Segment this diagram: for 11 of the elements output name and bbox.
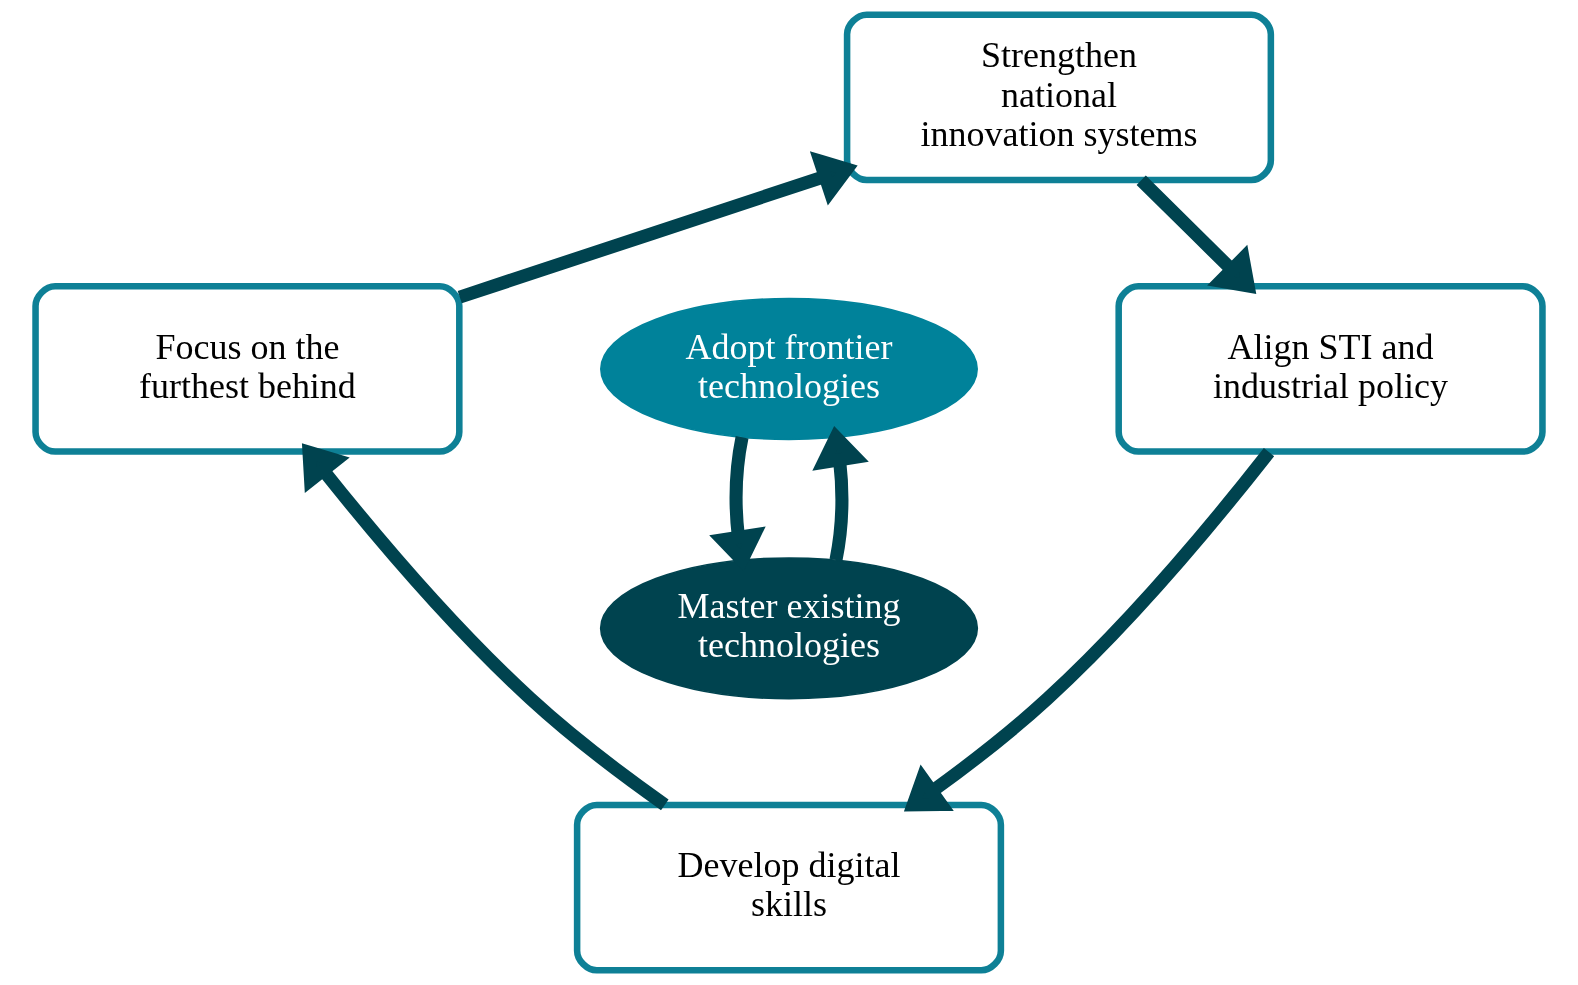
node-ellipse: Adopt frontier technologies [600,297,978,441]
node-ellipse: Master existing technologies [599,557,979,700]
arrow [1136,175,1257,294]
node-box: Align STI and industrial policy [1115,283,1546,455]
arrow [903,448,1275,812]
node-box: Strengthen national innovation systems [843,11,1275,184]
arrow [457,151,858,304]
node-box: Develop digital skills [573,801,1005,974]
arrow [812,425,869,562]
node-box: Focus on the furthest behind [32,283,463,455]
arrow [301,443,669,811]
